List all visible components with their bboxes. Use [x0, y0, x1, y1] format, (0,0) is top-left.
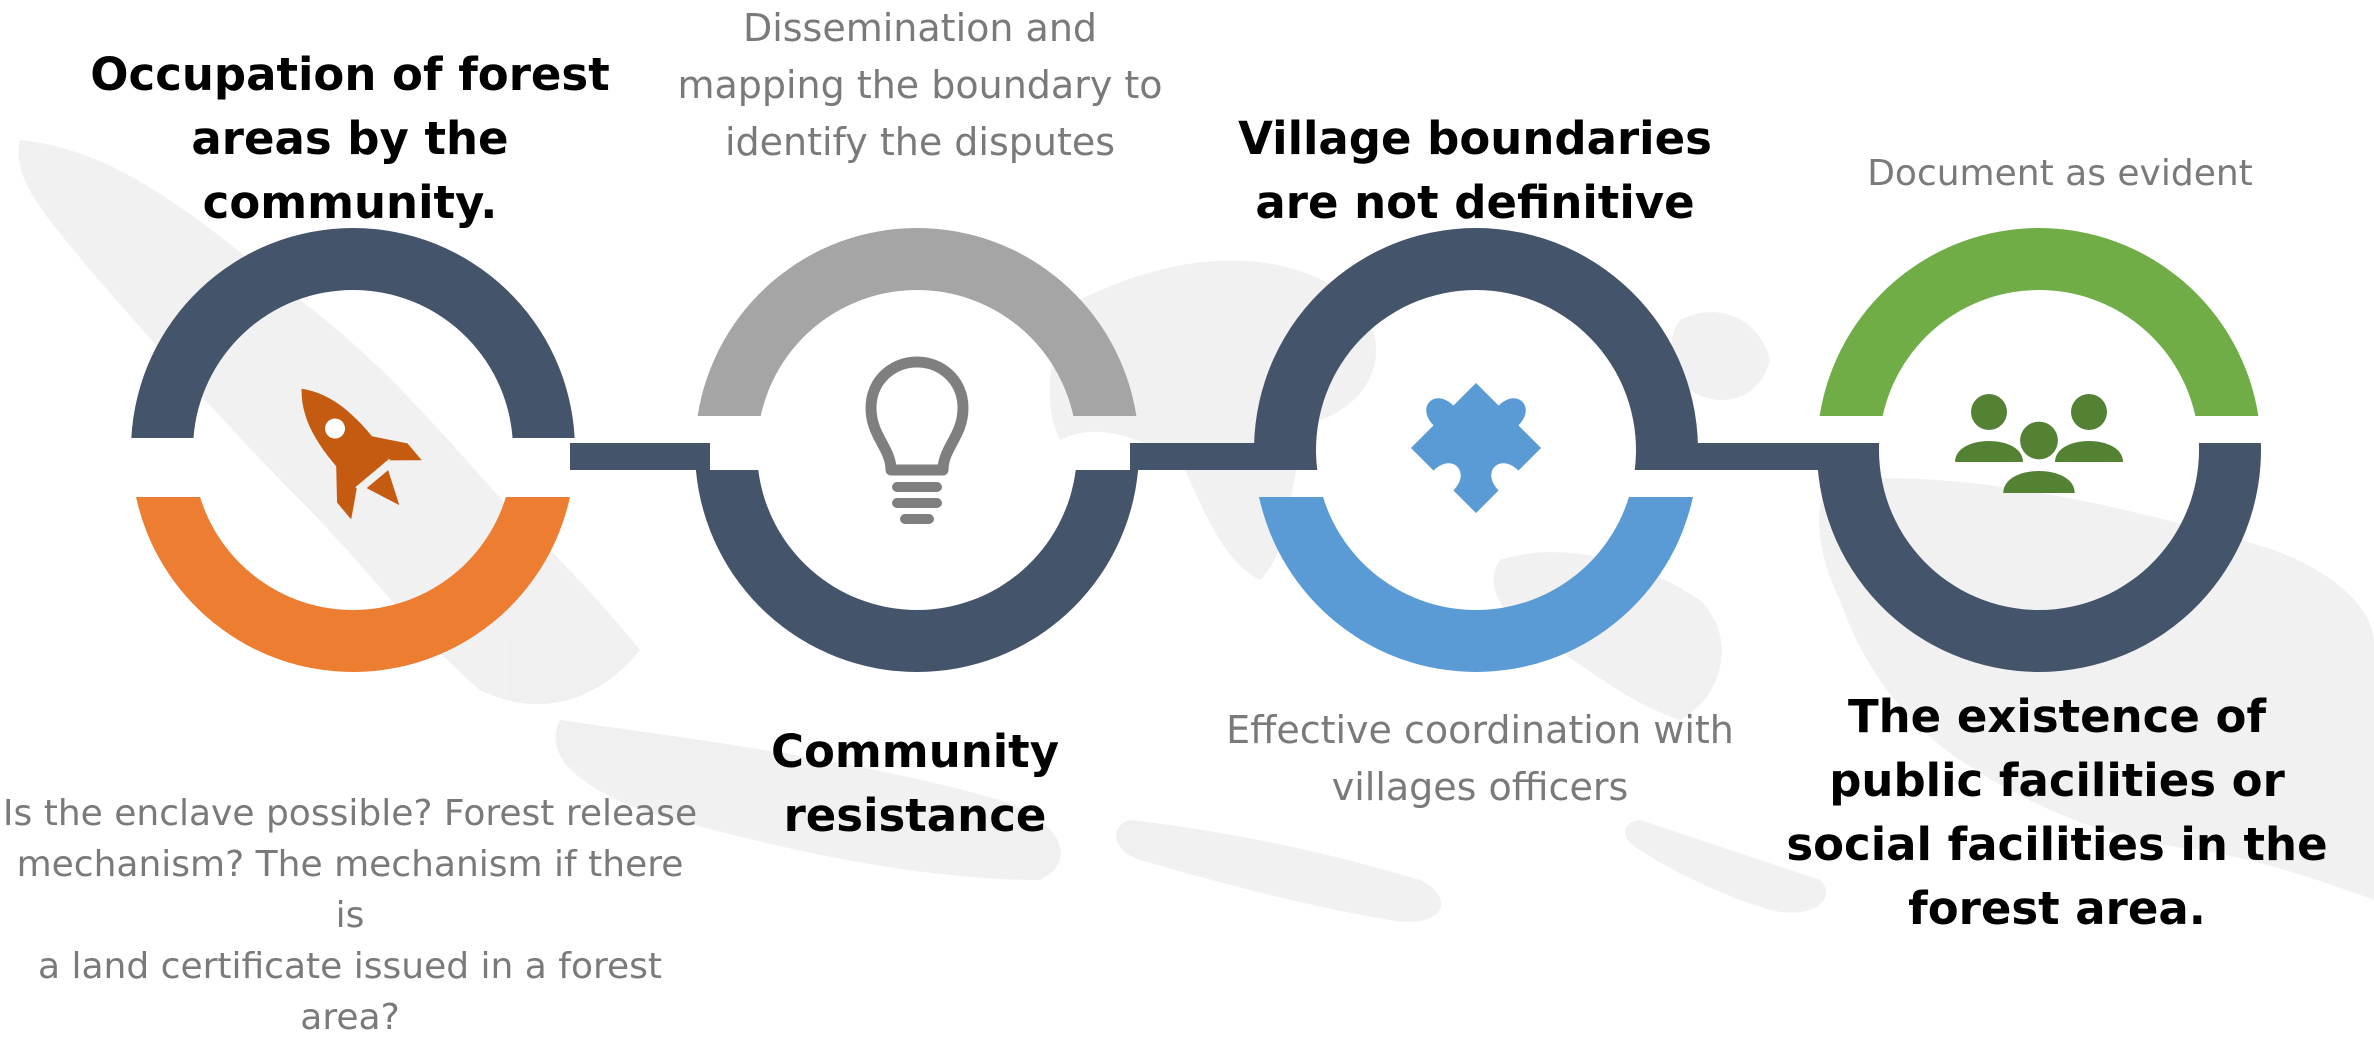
step-2-note-line-1: Dissemination and	[742, 6, 1098, 50]
step-2-note-line-2: mapping the boundary to	[677, 63, 1163, 107]
step-4-note: Document as evident	[1740, 148, 2374, 199]
step-2-heading-line-1: Community	[770, 725, 1060, 778]
step-1-heading-line-3: community.	[202, 176, 498, 229]
ring-4-top-arc	[1819, 228, 2259, 416]
step-1-note-line-2: mechanism? The mechanism if there is	[16, 844, 684, 936]
person-right-body	[2055, 441, 2123, 462]
step-3-heading: Village boundaries are not definitive	[1175, 107, 1775, 235]
ring-3-bottom-arc	[1259, 497, 1693, 673]
step-3-heading-line-2: are not definitive	[1255, 176, 1695, 229]
person-left-body	[1955, 441, 2023, 462]
step-1-heading-line-2: areas by the	[191, 112, 509, 165]
rocket-window	[325, 418, 346, 439]
lightbulb-glass	[865, 356, 969, 476]
step-1-heading-line-1: Occupation of forest	[90, 48, 610, 101]
step-2-heading: Community resistance	[665, 720, 1165, 848]
step-2-note-line-3: identify the disputes	[724, 120, 1116, 164]
step-1-heading: Occupation of forest areas by the commun…	[50, 43, 650, 235]
step-3-note: Effective coordination with villages off…	[1160, 702, 1800, 816]
icons	[301, 356, 2123, 524]
step-4-note-line-1: Document as evident	[1867, 153, 2253, 194]
step-1-note-line-4: area?	[300, 997, 400, 1038]
step-4-heading-line-3: social facilities in the	[1786, 818, 2328, 871]
rocket-icon	[301, 388, 422, 520]
connectors	[570, 443, 1830, 470]
step-4-heading-line-4: forest area.	[1908, 882, 2206, 935]
connector-1	[570, 443, 710, 470]
person-right-head	[2071, 394, 2107, 430]
connector-2	[1130, 443, 1270, 470]
step-3-note-line-1: Effective coordination with	[1226, 708, 1734, 752]
connector-3	[1690, 443, 1830, 470]
process-diagram	[18, 140, 2374, 922]
person-left-head	[1971, 394, 2007, 430]
step-1-note-line-3: a land certificate issued in a forest	[37, 946, 663, 987]
puzzle-icon	[1410, 382, 1542, 514]
ring-2-bottom-arc	[695, 470, 1139, 673]
lightbulb-icon	[865, 356, 969, 524]
rocket-fin-right	[369, 435, 422, 461]
rocket-flame	[366, 470, 400, 506]
step-1-note-line-1: Is the enclave possible? Forest release	[2, 793, 698, 834]
person-center-body	[2003, 470, 2075, 493]
step-3-heading-line-1: Village boundaries	[1238, 112, 1712, 165]
people-icon	[1955, 394, 2123, 493]
step-2-heading-line-2: resistance	[783, 789, 1047, 842]
step-3-note-line-2: villages officers	[1331, 765, 1629, 809]
rocket-fin-left	[336, 464, 357, 520]
step-4-heading-line-2: public facilities or	[1829, 754, 2285, 807]
ring-3-top-arc	[1254, 228, 1698, 470]
step-2-note: Dissemination and mapping the boundary t…	[620, 0, 1220, 171]
step-4-heading: The existence of public facilities or so…	[1740, 685, 2374, 941]
rings	[131, 227, 2261, 673]
ring-1-bottom-arc	[136, 497, 570, 672]
step-4-heading-line-1: The existence of	[1847, 690, 2267, 743]
lightbulb-base-2	[892, 498, 942, 508]
ring-1-top-arc	[131, 228, 575, 438]
lightbulb-base-1	[892, 482, 942, 492]
person-center-head	[2020, 421, 2058, 460]
ring-4-bottom-arc	[1817, 443, 2261, 672]
lightbulb-base-3	[900, 514, 934, 524]
puzzle-shape	[1410, 382, 1542, 514]
rocket-body	[301, 388, 390, 488]
step-1-note: Is the enclave possible? Forest release …	[0, 788, 700, 1043]
ring-2-top-arc	[697, 227, 1137, 416]
